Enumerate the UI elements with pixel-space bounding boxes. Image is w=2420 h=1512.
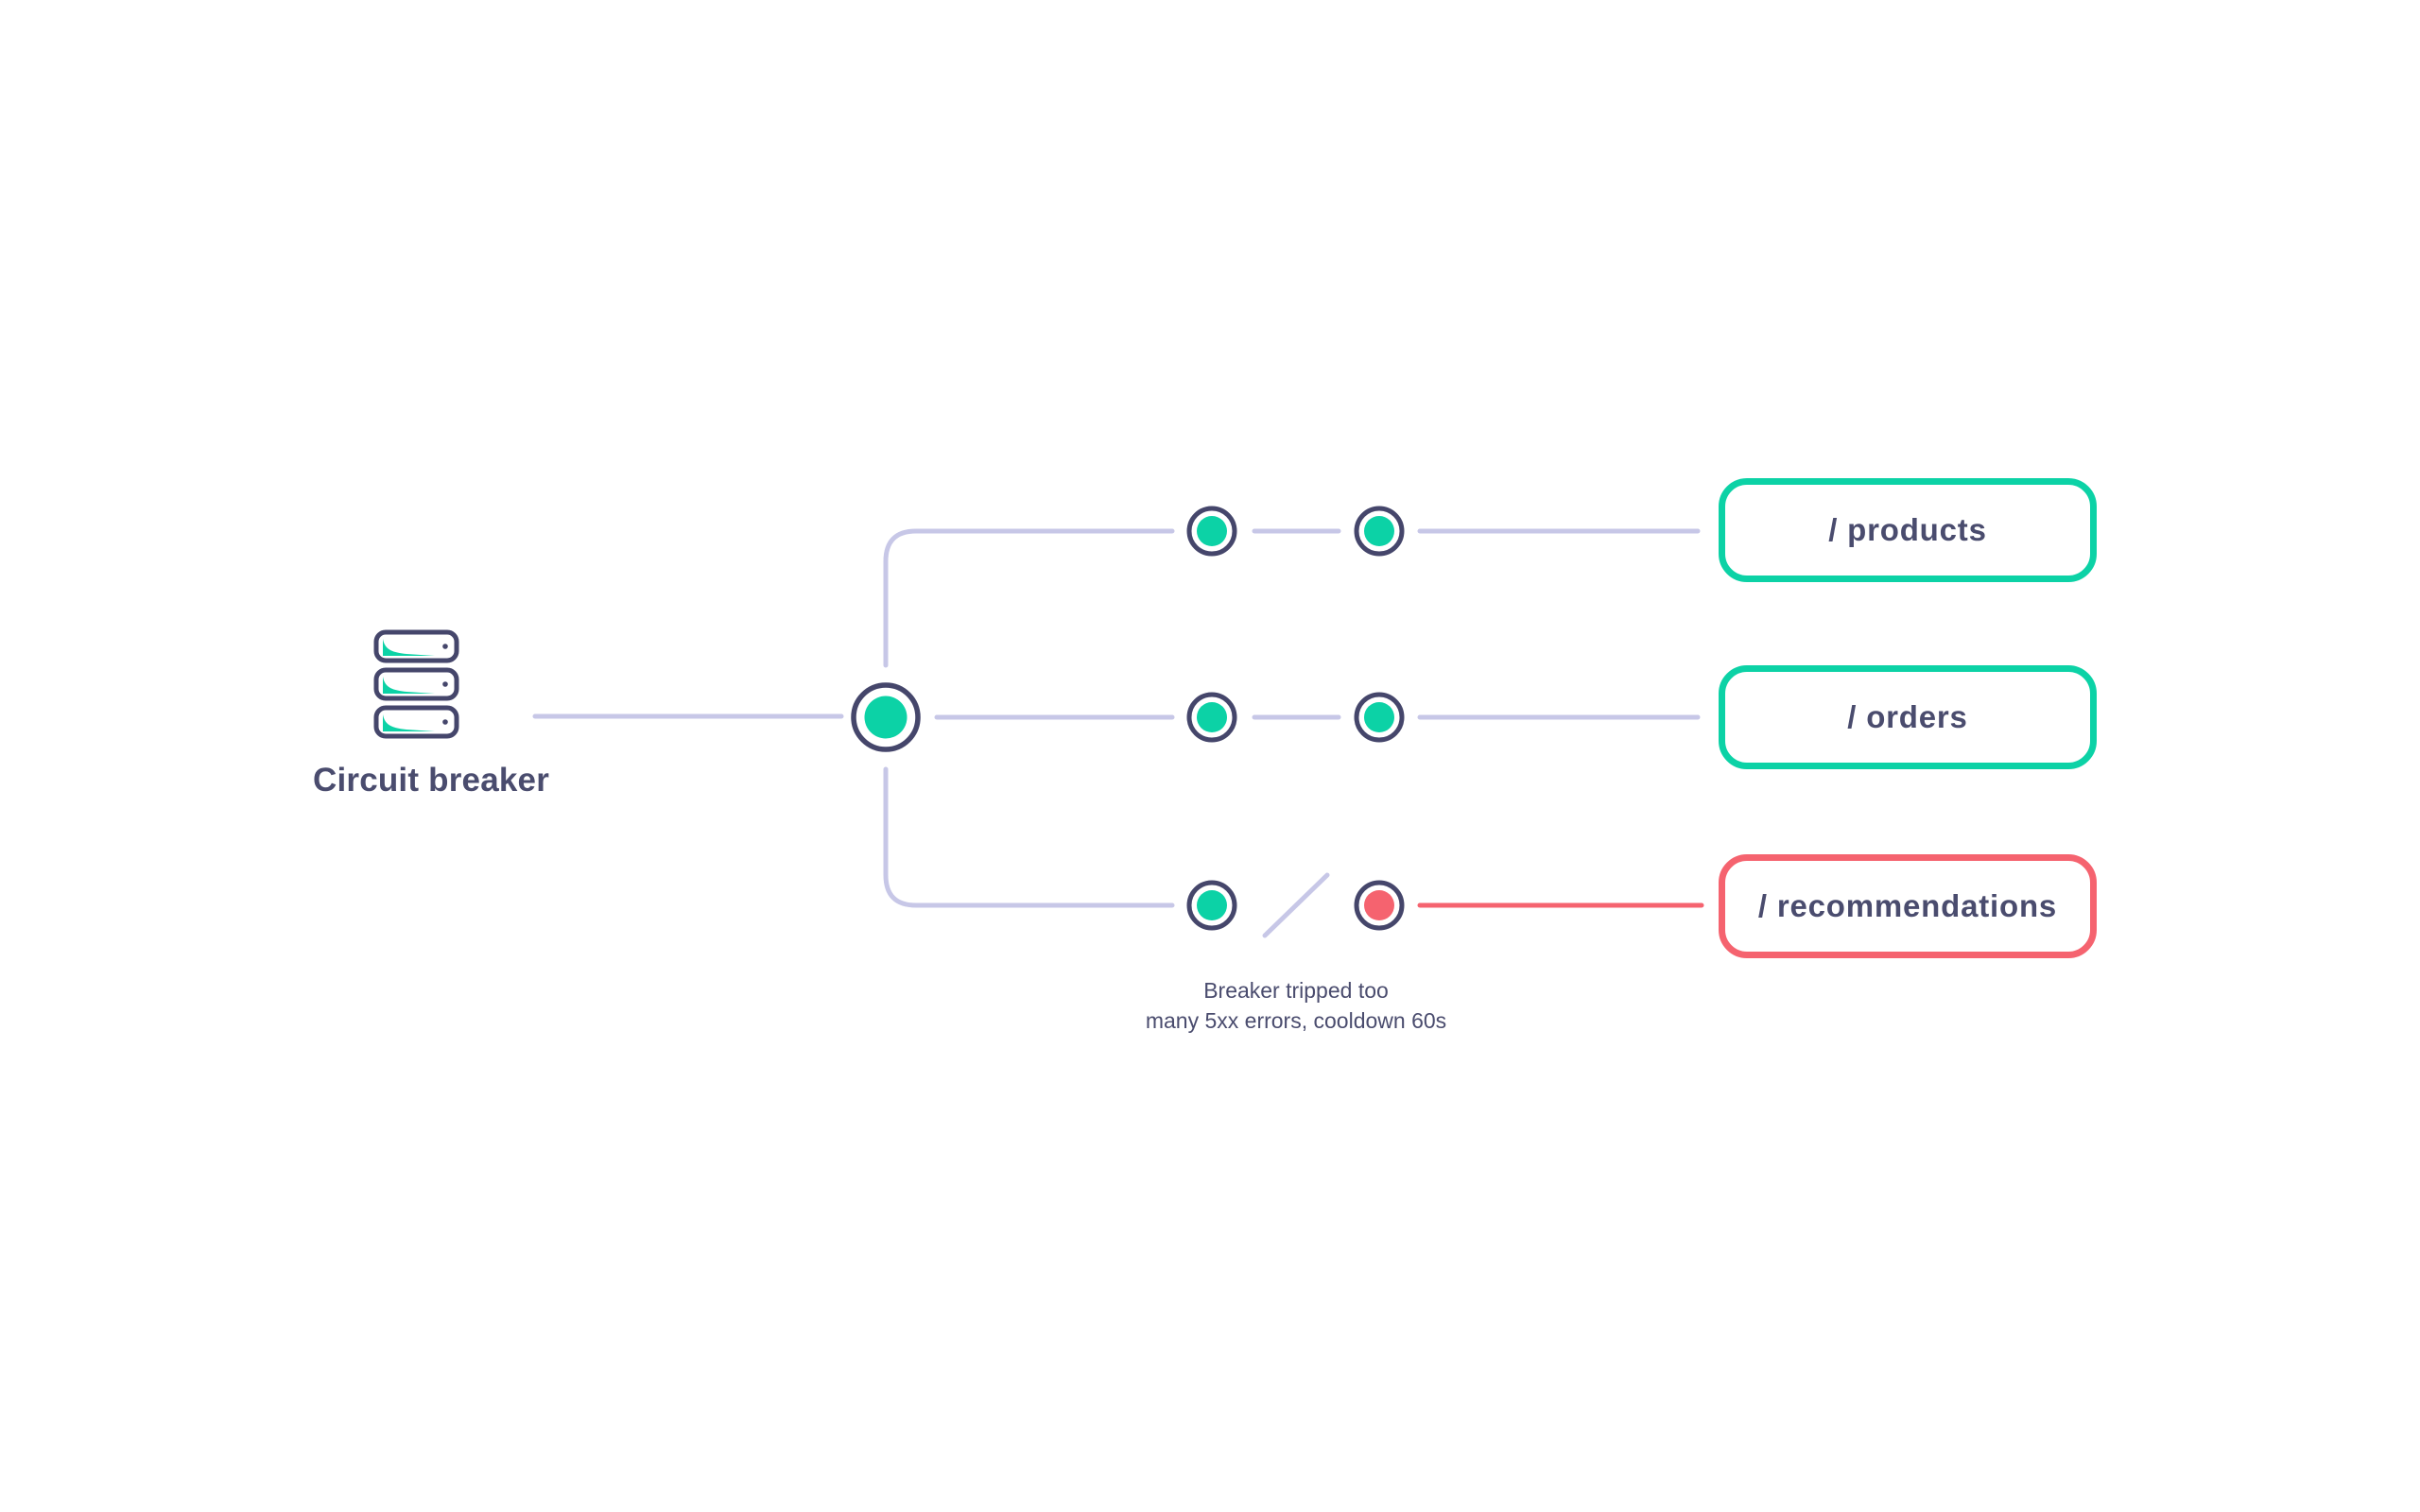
node-orders-downstream bbox=[1354, 692, 1405, 743]
node-orders-upstream bbox=[1186, 692, 1237, 743]
server-slot-2 bbox=[373, 667, 459, 701]
hub-node bbox=[851, 682, 921, 752]
broken-link-slash bbox=[1262, 872, 1330, 938]
breaker-note-line-2: many 5xx errors, cooldown 60s bbox=[1145, 1008, 1447, 1033]
node-products-upstream bbox=[1186, 506, 1237, 557]
server-stack-icon bbox=[373, 629, 459, 739]
endpoint-box-products: / products bbox=[1719, 478, 2097, 582]
endpoint-box-recommendations: / recommendations bbox=[1719, 854, 2097, 958]
breaker-note: Breaker tripped too many 5xx errors, coo… bbox=[1060, 975, 1532, 1036]
server-slot-1 bbox=[373, 629, 459, 663]
server-slot-3 bbox=[373, 705, 459, 739]
node-recommendations-upstream bbox=[1186, 880, 1237, 931]
node-recommendations-downstream-open bbox=[1354, 880, 1405, 931]
breaker-note-line-1: Breaker tripped too bbox=[1203, 978, 1389, 1003]
node-products-downstream bbox=[1354, 506, 1405, 557]
wire-hub-to-recommendations bbox=[883, 766, 1175, 908]
endpoint-label-orders: / orders bbox=[1847, 699, 1968, 734]
wire-hub-to-products bbox=[883, 528, 1175, 668]
endpoint-label-recommendations: / recommendations bbox=[1757, 888, 2058, 923]
endpoint-box-orders: / orders bbox=[1719, 665, 2097, 769]
circuit-breaker-label: Circuit breaker bbox=[312, 762, 550, 799]
endpoint-label-products: / products bbox=[1828, 512, 1987, 547]
